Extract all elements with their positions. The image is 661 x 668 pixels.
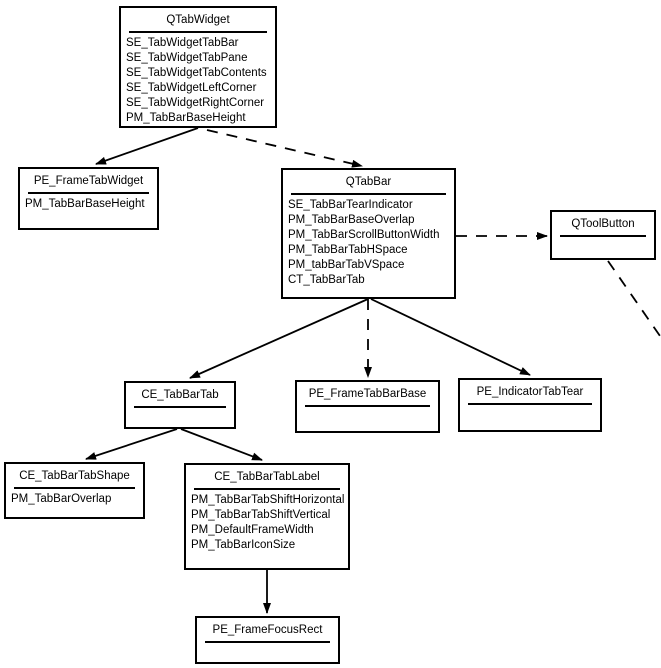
attr-row: PM_TabBarOverlap [11,493,112,505]
node-ce-tabbartabshape: CE_TabBarTabShape PM_TabBarOverlap [4,462,145,519]
node-ce-tabbartabshape-attrs: PM_TabBarOverlap [6,489,143,507]
edge-ce_tabbartab-to-ce_tabbartablabel [180,428,263,461]
node-ce-tabbartab-title: CE_TabBarTab [141,389,219,401]
node-qtabwidget: QTabWidget SE_TabWidgetTabBar SE_TabWidg… [119,6,277,128]
title-separator [291,193,446,195]
attr-row: SE_TabWidgetTabPane [126,52,248,64]
node-qtabbar-title: QTabBar [345,176,392,188]
node-pe-frametabwidget: PE_FrameTabWidget PM_TabBarBaseHeight [18,167,159,230]
node-qtabwidget-attrs: SE_TabWidgetTabBar SE_TabWidgetTabPane S… [121,33,275,126]
attr-row: PM_DefaultFrameWidth [191,524,314,536]
attr-row: PM_TabBarTabShiftHorizontal [191,494,345,506]
node-ce-tabbartablabel-title: CE_TabBarTabLabel [214,471,320,483]
node-pe-framefocusrect: PE_FrameFocusRect [195,616,340,664]
title-separator [134,406,226,408]
attr-row: PM_TabBarTabShiftVertical [191,509,331,521]
node-ce-tabbartab: CE_TabBarTab [124,381,236,429]
attr-row: SE_TabWidgetTabBar [126,37,239,49]
node-pe-frametabwidget-title: PE_FrameTabWidget [33,175,144,187]
attr-row: PM_TabBarIconSize [191,539,296,551]
edge-qtabbar-to-ce_tabbartab [189,298,369,379]
edge-qtabbar-to-pe_indicatortabtear [370,298,531,376]
title-separator [129,31,267,33]
node-ce-tabbartablabel-attrs: PM_TabBarTabShiftHorizontal PM_TabBarTab… [186,490,348,553]
attr-row: PM_TabBarBaseOverlap [288,214,415,226]
attr-row: CT_TabBarTab [288,274,365,286]
attr-row: SE_TabWidgetLeftCorner [126,82,257,94]
attr-row: SE_TabWidgetRightCorner [126,97,265,109]
attr-row: PM_TabBarScrollButtonWidth [288,229,440,241]
title-separator [14,487,135,489]
node-ce-tabbartabshape-title: CE_TabBarTabShape [19,470,130,482]
title-separator [194,488,340,490]
attr-row: PM_TabBarBaseHeight [126,112,246,124]
title-separator [305,405,430,407]
node-pe-framefocusrect-title: PE_FrameFocusRect [212,624,323,636]
edge-qtabwidget-to-qtabbar [206,129,363,168]
attr-row: PM_TabBarTabHSpace [288,244,408,256]
attr-row: SE_TabWidgetTabContents [126,67,267,79]
node-qtabbar: QTabBar SE_TabBarTearIndicator PM_TabBar… [281,168,456,299]
title-separator [28,192,149,194]
attr-row: SE_TabBarTearIndicator [288,199,413,211]
title-separator [205,641,330,643]
title-separator [468,403,592,405]
title-separator [560,235,646,237]
edge-qtoolbutton-to-offscreen-right [607,260,661,337]
attr-row: PM_TabBarBaseHeight [25,198,145,210]
node-qtoolbutton: QToolButton [550,210,656,260]
edge-ce_tabbartab-to-ce_tabbartabshape [85,428,178,460]
attr-row: PM_tabBarTabVSpace [288,259,405,271]
node-ce-tabbartablabel: CE_TabBarTabLabel PM_TabBarTabShiftHoriz… [184,463,350,570]
node-pe-frametabbarbase-title: PE_FrameTabBarBase [308,388,427,400]
node-pe-frametabwidget-attrs: PM_TabBarBaseHeight [20,194,157,212]
node-qtoolbutton-title: QToolButton [571,218,635,230]
node-pe-indicatortabtear-title: PE_IndicatorTabTear [476,386,584,398]
node-qtabwidget-title: QTabWidget [166,14,230,26]
edge-qtabwidget-to-pe_frametabwidget [95,127,199,165]
node-pe-frametabbarbase: PE_FrameTabBarBase [295,380,440,433]
node-qtabbar-attrs: SE_TabBarTearIndicator PM_TabBarBaseOver… [283,195,454,288]
edge-group [85,127,661,614]
node-pe-indicatortabtear: PE_IndicatorTabTear [458,378,602,432]
